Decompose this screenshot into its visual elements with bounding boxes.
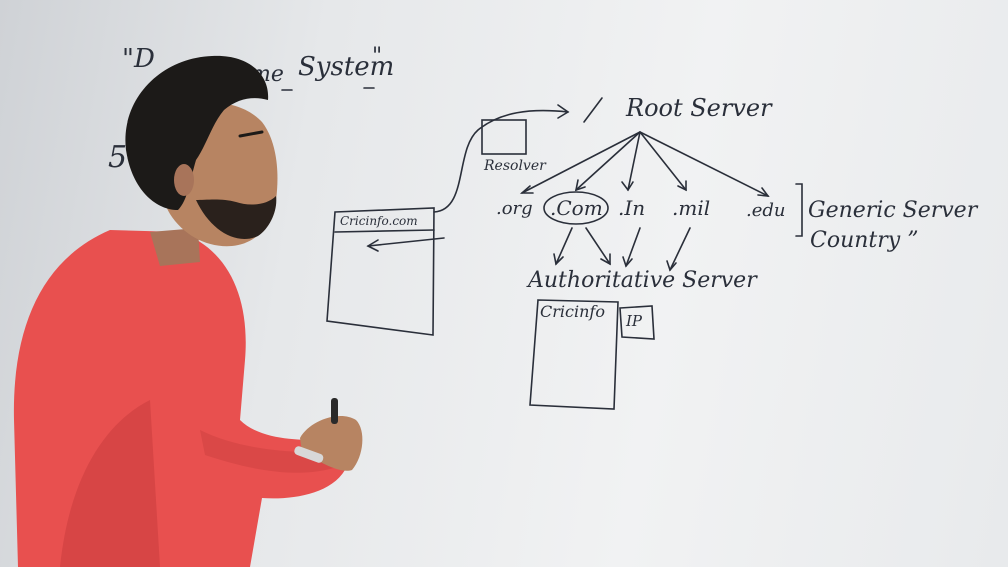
tld-edu: .edu <box>746 200 786 221</box>
client-box-label: Cricinfo.com <box>340 214 418 228</box>
ip-label: IP <box>626 312 643 330</box>
root-server-label: Root Server <box>626 94 772 122</box>
com-ellipse <box>543 191 609 225</box>
client-box <box>326 207 435 336</box>
tld-com: .Com <box>550 196 603 220</box>
root-slash <box>583 97 603 123</box>
presenter-eyebrow <box>238 130 264 138</box>
reply-arrow <box>367 237 445 247</box>
authoritative-label: Authoritative Server <box>528 268 757 293</box>
authoritative-box-label: Cricinfo <box>540 302 605 321</box>
reply-arrowhead <box>366 239 379 252</box>
resolver-label: Resolver <box>484 158 546 174</box>
presenter-neck <box>150 228 200 266</box>
root-arrows <box>519 131 770 197</box>
ip-box <box>619 305 655 340</box>
tld-org: .org <box>496 198 533 219</box>
resolver-box <box>481 119 527 155</box>
query-curve <box>433 109 569 213</box>
title-quote-close: " <box>372 44 383 69</box>
title-system: System <box>298 52 395 82</box>
tld-mil: .mil <box>672 196 711 220</box>
presenter-beard <box>196 196 277 239</box>
authoritative-box <box>529 299 619 410</box>
left-margin-mark: 5 <box>108 140 128 175</box>
marker-icon <box>331 398 338 424</box>
generic-server-label: Generic Server <box>808 198 978 223</box>
authoritative-arrows <box>553 227 691 272</box>
client-box-divider <box>334 229 435 233</box>
presenter-ear <box>174 164 194 196</box>
country-label: Country ” <box>810 228 919 253</box>
query-arrowhead <box>557 104 570 119</box>
title-quote-open: "D <box>122 44 155 74</box>
tld-in: .In <box>618 196 646 220</box>
presenter-sweater <box>13 230 345 567</box>
wristband <box>294 446 324 463</box>
generic-bracket <box>795 183 803 237</box>
presenter-hair <box>125 55 269 211</box>
